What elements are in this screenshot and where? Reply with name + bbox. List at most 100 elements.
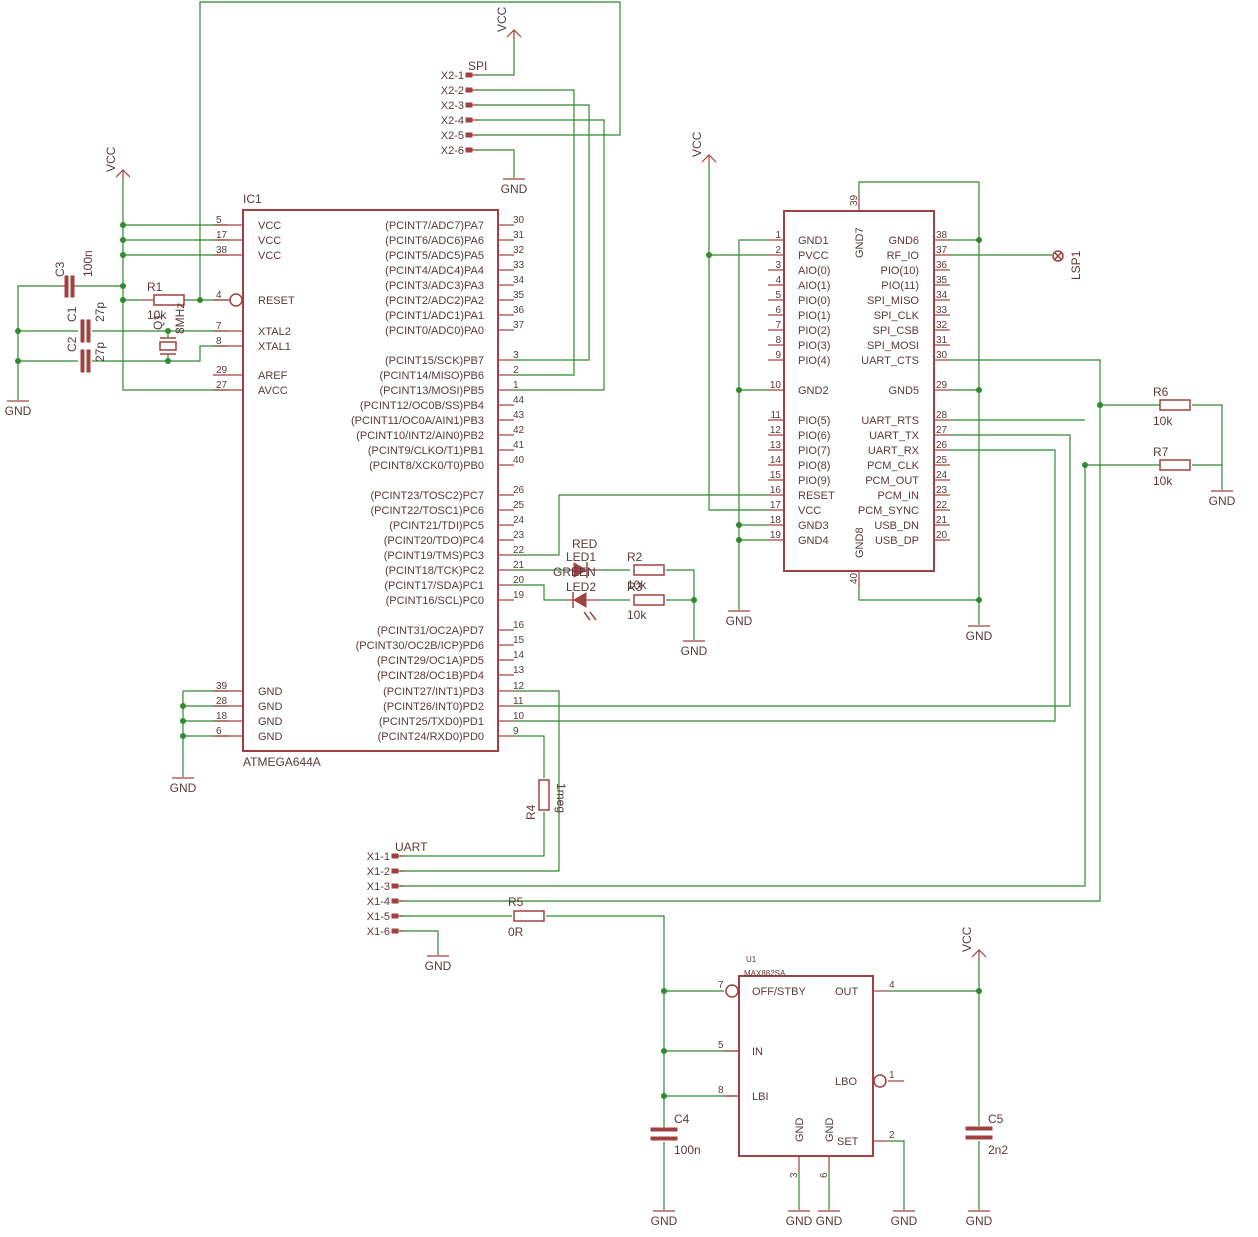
- capacitor-c4[interactable]: C4 100n: [650, 1112, 701, 1157]
- connector-pin-label: X1-4: [367, 896, 390, 908]
- bt-pin-number: 26: [936, 440, 948, 451]
- ic1-pin-number: 20: [513, 575, 525, 586]
- ic1-pin-label: (PCINT25/TXD0)PD1: [379, 716, 484, 728]
- vcc-symbols: VCC VCC VCC VCC: [104, 6, 987, 960]
- ic1-pin-number: 34: [513, 275, 525, 286]
- wire-net: [17, 1, 1223, 1210]
- offstby-bubble: [725, 984, 739, 998]
- r1-ref: R1: [147, 280, 163, 294]
- connector-pin-label: X2-5: [441, 130, 464, 142]
- ic1-ref: IC1: [243, 192, 262, 206]
- bt-pin-number: 4: [775, 275, 781, 286]
- led2-ref: LED2: [566, 580, 596, 594]
- gnd-symbol: GND: [425, 955, 452, 973]
- u1-max882[interactable]: U1 MAX882SA OFF/STBY 7 IN 5 LBI 8 OUT 4 …: [718, 955, 904, 1178]
- gnd-label: GND: [651, 1214, 678, 1228]
- uart-connector[interactable]: UART X1-1X1-2X1-3X1-4X1-5X1-6: [367, 840, 428, 938]
- bt-pin-label: GND4: [798, 535, 829, 547]
- gnd-label: GND: [681, 644, 708, 658]
- resistor-r1[interactable]: R1 10k: [140, 280, 185, 322]
- ic1-pin-label: (PCINT13/MOSI)PB5: [379, 385, 484, 397]
- spi-connector[interactable]: SPI X2-1X2-2X2-3X2-4X2-5X2-6: [441, 59, 488, 157]
- lbo-bubble: [873, 1074, 887, 1088]
- ic1-pin-number: 2: [513, 365, 519, 376]
- ic1-pin-number: 11: [513, 696, 524, 707]
- ic1-atmega644a[interactable]: IC1 ATMEGA644A VCC5VCC17VCC38RESET4XTAL2…: [213, 192, 525, 769]
- u1-pin-num: 8: [718, 1085, 724, 1096]
- bt-pin-label: PCM_CLK: [867, 460, 920, 472]
- u1-pin-num: 4: [889, 980, 895, 991]
- bt-pin-number: 19: [770, 530, 782, 541]
- ic1-pin-number: 36: [513, 305, 525, 316]
- resistor-r6[interactable]: R6 10k: [1153, 385, 1191, 428]
- spi-ref: SPI: [468, 59, 487, 73]
- r6-ref: R6: [1153, 385, 1169, 399]
- c1-value: 27p: [93, 302, 107, 322]
- ic1-pin-number: 8: [216, 336, 222, 347]
- gnd-symbol: GND: [651, 1210, 678, 1228]
- ic1-pin-number: 30: [513, 215, 525, 226]
- resistor-r3[interactable]: R3 10k: [627, 580, 665, 622]
- gnd-symbol: GND: [891, 1210, 918, 1228]
- gnd-symbol: GND: [501, 178, 528, 196]
- led2-value: GREEN: [553, 565, 596, 579]
- led-led1[interactable]: RED LED1: [566, 537, 600, 578]
- r4-ref: R4: [524, 804, 538, 820]
- resistor-r5[interactable]: R5 0R: [508, 895, 545, 939]
- resistor-r7[interactable]: R7 10k: [1153, 445, 1191, 488]
- gnd-symbol: GND: [816, 1210, 843, 1228]
- ic1-pin-label: GND: [258, 716, 283, 728]
- ic1-pin-label: (PCINT19/TMS)PC3: [384, 550, 484, 562]
- u1-pin-out: OUT: [835, 986, 859, 998]
- led-led2[interactable]: GREEN LED2: [553, 565, 600, 621]
- ic1-pin-number: 22: [513, 545, 525, 556]
- lsp1-test-point[interactable]: LSP1: [1052, 250, 1083, 280]
- ic1-pin-label: (PCINT29/OC1A)PD5: [377, 655, 484, 667]
- ic1-pin-number: 10: [513, 711, 525, 722]
- bt-pin-label: PIO(0): [798, 295, 830, 307]
- ic1-pin-number: 27: [216, 380, 228, 391]
- ic1-pin-label: (PCINT2/ADC2)PA2: [385, 295, 484, 307]
- u1-pin-num: 6: [819, 1172, 830, 1178]
- gnd-symbol: GND: [966, 1210, 993, 1228]
- ic1-pin-number: 23: [513, 530, 525, 541]
- ic1-pin-label: (PCINT3/ADC3)PA3: [385, 280, 484, 292]
- connector-pin-label: X2-1: [441, 70, 464, 82]
- bt-pin-label: UART_RTS: [861, 415, 919, 427]
- ic1-pin-label: VCC: [258, 250, 281, 262]
- bt-pin-number: 38: [936, 230, 948, 241]
- ic1-pin-label: (PCINT17/SDA)PC1: [384, 580, 484, 592]
- resistor-r4[interactable]: R4 1meg: [524, 779, 568, 820]
- bt-pin-number: 13: [770, 440, 782, 451]
- bt-module[interactable]: GND11PVCC2AIO(0)3AIO(1)4PIO(0)5PIO(1)6PI…: [768, 194, 950, 587]
- ic1-pin-number: 44: [513, 395, 525, 406]
- connector-pin-label: X2-3: [441, 100, 464, 112]
- capacitor-c5[interactable]: C5 2n2: [965, 1112, 1008, 1157]
- ic1-pin-number: 39: [216, 681, 228, 692]
- connector-pin-label: X1-1: [367, 851, 390, 863]
- crystal-q1[interactable]: Q1 8MHz: [151, 303, 187, 355]
- bt-pin-label: VCC: [798, 505, 821, 517]
- gnd-label: GND: [425, 959, 452, 973]
- r4-value: 1meg: [554, 783, 568, 813]
- r5-value: 0R: [508, 925, 524, 939]
- gnd-label: GND: [891, 1214, 918, 1228]
- capacitor-c1[interactable]: C1 27p: [65, 302, 107, 343]
- vcc-label: VCC: [960, 926, 974, 952]
- ic1-pin-label: (PCINT4/ADC4)PA4: [385, 265, 484, 277]
- ic1-pin-label: (PCINT31/OC2A)PD7: [377, 625, 484, 637]
- vcc-symbol: VCC: [690, 131, 717, 165]
- ic1-pin-number: 15: [513, 635, 525, 646]
- capacitor-c3[interactable]: C3 100n: [53, 250, 95, 298]
- bt-pin-label: USB_DP: [875, 535, 919, 547]
- u1-pin-gnd-b: GND: [824, 1118, 836, 1143]
- ic1-pin-number: 1: [513, 380, 519, 391]
- ic1-pin-label: XTAL2: [258, 326, 291, 338]
- ic1-pin-label: (PCINT6/ADC6)PA6: [385, 235, 484, 247]
- capacitor-c2[interactable]: C2 27p: [65, 336, 107, 373]
- ic1-pin-label: (PCINT12/OC0B/SS)PB4: [360, 400, 484, 412]
- bt-pin-number: 30: [936, 350, 948, 361]
- resistor-r2[interactable]: R2 10k: [627, 550, 665, 592]
